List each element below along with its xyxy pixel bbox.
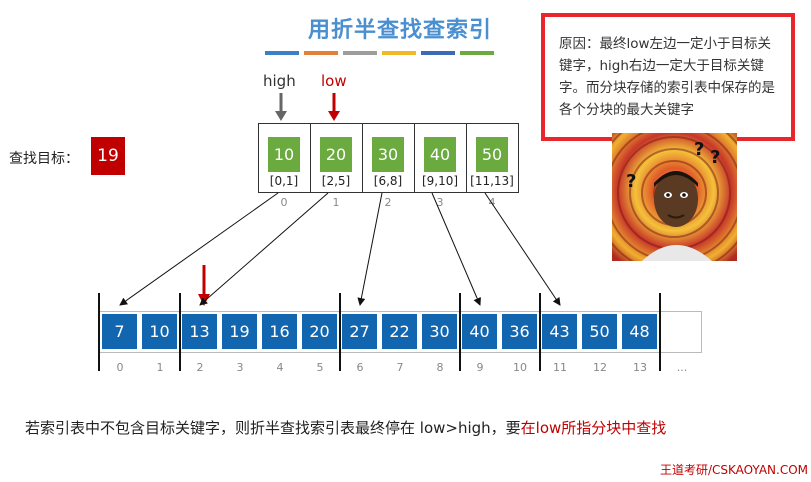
block-divider	[539, 293, 541, 371]
array-cell: 27	[342, 314, 377, 349]
array-index-ellipsis: ...	[676, 361, 688, 374]
index-range: [0,1]	[269, 174, 299, 188]
block-divider	[98, 293, 100, 371]
array-index: 0	[116, 361, 124, 374]
array-cell: 40	[462, 314, 497, 349]
index-position: 2	[384, 196, 392, 209]
array-cell: 16	[262, 314, 297, 349]
array-cell: 7	[102, 314, 137, 349]
array-index: 11	[553, 361, 567, 374]
svg-text:?: ?	[626, 171, 636, 192]
index-position: 4	[488, 196, 496, 209]
color-bar-segment	[304, 51, 338, 55]
array-cell: 20	[302, 314, 337, 349]
array-cell: 48	[622, 314, 657, 349]
svg-text:?: ?	[694, 139, 704, 160]
array-index: 9	[476, 361, 484, 374]
index-range: [11,13]	[470, 174, 514, 188]
array-index: 13	[633, 361, 647, 374]
array-cell: 30	[422, 314, 457, 349]
reason-note: 原因：最终low左边一定小于目标关键字，high右边一定大于目标关键字。而分块存…	[541, 13, 795, 141]
conclusion-text: 若索引表中不包含目标关键字，则折半查找索引表最终停在 low>high，要在lo…	[25, 417, 666, 438]
high-pointer-label: high	[263, 72, 296, 90]
svg-text:?: ?	[710, 147, 720, 168]
index-key: 40	[424, 137, 456, 172]
block-pointer-arrow	[484, 192, 561, 306]
block-pointer-arrow	[357, 192, 383, 306]
index-range: [2,5]	[321, 174, 351, 188]
index-key: 20	[320, 137, 352, 172]
index-position: 3	[436, 196, 444, 209]
low-pointer-label: low	[321, 72, 347, 90]
search-target-value: 19	[91, 137, 125, 175]
array-index: 8	[436, 361, 444, 374]
scan-arrowhead	[198, 294, 210, 306]
array-cell: 13	[182, 314, 217, 349]
brand-watermark: 王道考研/CSKAOYAN.COM	[659, 463, 808, 477]
index-key: 30	[372, 137, 404, 172]
index-range: [9,10]	[421, 174, 459, 188]
array-index: 1	[156, 361, 164, 374]
array-index: 7	[396, 361, 404, 374]
block-divider	[659, 293, 661, 371]
index-table	[258, 123, 519, 193]
array-index: 6	[356, 361, 364, 374]
array-index: 3	[236, 361, 244, 374]
index-divider	[466, 123, 467, 193]
block-pointer-arrow	[199, 192, 329, 306]
index-divider	[362, 123, 363, 193]
low-arrowhead	[328, 111, 340, 121]
array-cell: 22	[382, 314, 417, 349]
index-key: 50	[476, 137, 508, 172]
array-index: 2	[196, 361, 204, 374]
conclusion-main: 若索引表中不包含目标关键字，则折半查找索引表最终停在 low>high，要	[25, 419, 521, 437]
array-cell: 43	[542, 314, 577, 349]
index-key: 10	[268, 137, 300, 172]
index-divider	[310, 123, 311, 193]
color-bar-segment	[421, 51, 455, 55]
index-range: [6,8]	[373, 174, 403, 188]
array-index: 4	[276, 361, 284, 374]
block-pointer-arrow	[431, 192, 481, 306]
color-bar-segment	[343, 51, 377, 55]
conclusion-highlight: 在low所指分块中查找	[520, 419, 667, 437]
page-title: 用折半查找查索引	[307, 18, 492, 43]
index-divider	[414, 123, 415, 193]
high-arrowhead	[275, 111, 287, 121]
block-divider	[179, 293, 181, 371]
index-position: 1	[332, 196, 340, 209]
block-pointer-arrow	[119, 192, 279, 306]
index-position: 0	[280, 196, 288, 209]
array-cell: 19	[222, 314, 257, 349]
color-bar-segment	[265, 51, 299, 55]
array-index: 12	[593, 361, 607, 374]
color-bar-segment	[460, 51, 494, 55]
color-bar-segment	[382, 51, 416, 55]
array-index: 5	[316, 361, 324, 374]
array-cell: 36	[502, 314, 537, 349]
search-target-label: 查找目标：	[9, 151, 79, 167]
array-index: 10	[513, 361, 527, 374]
array-cell: 50	[582, 314, 617, 349]
block-divider	[459, 293, 461, 371]
block-divider	[339, 293, 341, 371]
confused-face-meme-icon: ? ? ?	[612, 133, 737, 261]
array-cell: 10	[142, 314, 177, 349]
